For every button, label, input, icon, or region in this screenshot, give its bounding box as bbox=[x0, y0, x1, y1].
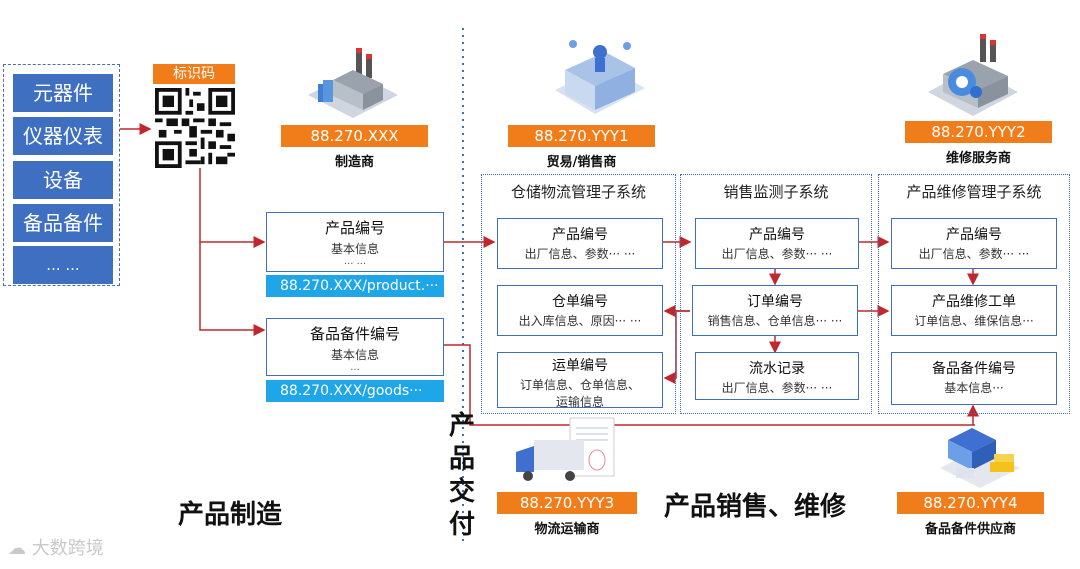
sales-order-desc: 销售信息、仓单信息··· ··· bbox=[707, 314, 843, 328]
warehouse-receipt-title: 仓单编号 bbox=[552, 294, 608, 310]
logistics-id-tag: 88.270.YYY3 bbox=[497, 492, 637, 514]
sales-product-box: 产品编号 出厂信息、参数··· ··· bbox=[695, 218, 859, 269]
sales-flow-box: 流水记录 出厂信息、参数··· ··· bbox=[695, 352, 859, 400]
spare-box-line1: 基本信息 bbox=[330, 348, 379, 362]
stage-manufacture-label: 产品制造 bbox=[178, 500, 283, 530]
spare-id-tag: 88.270.XXX/goods··· bbox=[266, 380, 444, 402]
category-components: 元器件 bbox=[13, 74, 113, 112]
category-equipment: 设备 bbox=[13, 161, 113, 199]
sales-flow-desc: 出厂信息、参数··· ··· bbox=[721, 381, 833, 395]
manufacturer-label: 制造商 bbox=[334, 155, 374, 170]
maintenance-factory-icon bbox=[928, 34, 1018, 116]
watermark-logo-icon: ☁ bbox=[8, 538, 26, 559]
warehouse-receipt-box: 仓单编号 出入库信息、原因··· ··· bbox=[497, 285, 663, 336]
warehouse-product-box: 产品编号 出厂信息、参数··· ··· bbox=[497, 218, 663, 269]
arrow-qr-to-spare bbox=[199, 242, 266, 336]
category-group: 元器件 仪器仪表 设备 备品备件 ... ... bbox=[3, 64, 120, 286]
repair-ticket-title: 产品维修工单 bbox=[932, 294, 1016, 310]
stage-delivery-char: 付 bbox=[448, 510, 475, 540]
manufacturer-id-tag: 88.270.XXX bbox=[281, 125, 428, 147]
warehouse-waybill-box: 运单编号 订单信息、仓单信息、 运输信息 bbox=[497, 352, 663, 409]
spare-box-line2: ... bbox=[350, 362, 360, 373]
warehouse-product-title: 产品编号 bbox=[552, 227, 608, 243]
product-box-line1: 基本信息 bbox=[330, 242, 379, 256]
category-more: ... ... bbox=[13, 246, 113, 284]
product-box-line2: ... ... bbox=[343, 256, 367, 267]
repair-title: 产品维修管理子系统 bbox=[906, 183, 1042, 201]
stage-delivery-label: 产 品 交 付 bbox=[447, 410, 477, 542]
warehouse-receipt-desc: 出入库信息、原因··· ··· bbox=[518, 314, 642, 328]
spare-box-title: 备品备件编号 bbox=[309, 325, 400, 343]
sales-subsystem: 销售监测子系统 产品编号 出厂信息、参数··· ··· 订单编号 销售信息、仓单… bbox=[680, 174, 872, 414]
category-instruments: 仪器仪表 bbox=[13, 117, 113, 155]
repair-product-title: 产品编号 bbox=[946, 227, 1002, 243]
product-box-title: 产品编号 bbox=[324, 219, 385, 237]
sales-order-box: 订单编号 销售信息、仓单信息··· ··· bbox=[692, 285, 858, 336]
repair-subsystem: 产品维修管理子系统 产品编号 出厂信息、参数··· ··· 产品维修工单 订单信… bbox=[878, 174, 1070, 414]
repair-ticket-box: 产品维修工单 订单信息、维保信息··· bbox=[891, 285, 1057, 336]
supplier-label: 备品备件供应商 bbox=[924, 522, 1016, 537]
arrow-qr-to-product bbox=[199, 168, 266, 248]
arrow-order-waybill bbox=[663, 310, 690, 384]
sales-product-title: 产品编号 bbox=[749, 227, 805, 243]
qr-label: 标识码 bbox=[153, 64, 235, 84]
trader-label: 贸易/销售商 bbox=[546, 155, 617, 170]
repair-product-box: 产品编号 出厂信息、参数··· ··· bbox=[891, 218, 1057, 269]
qr-code-icon bbox=[155, 88, 235, 168]
trader-icon bbox=[555, 40, 645, 114]
factory-icon bbox=[308, 48, 398, 118]
maintainer-id-tag: 88.270.YYY2 bbox=[905, 121, 1052, 143]
watermark-text: 大数跨境 bbox=[31, 538, 104, 559]
repair-spare-desc: 基本信息··· bbox=[944, 381, 1004, 395]
repair-spare-title: 备品备件编号 bbox=[932, 361, 1016, 377]
stage-delivery-char: 交 bbox=[448, 477, 475, 507]
product-id-tag: 88.270.XXX/product.··· bbox=[266, 275, 444, 297]
stage-delivery-char: 品 bbox=[448, 444, 475, 474]
logistics-label: 物流运输商 bbox=[534, 522, 600, 537]
product-info-box: 产品编号 基本信息 ... ... bbox=[266, 212, 444, 272]
stage-sales-label: 产品销售、维修 bbox=[664, 492, 847, 522]
category-spare-parts: 备品备件 bbox=[13, 204, 113, 242]
sales-title: 销售监测子系统 bbox=[723, 183, 829, 201]
warehouse-waybill-title: 运单编号 bbox=[552, 358, 608, 374]
sales-order-title: 订单编号 bbox=[747, 294, 803, 310]
trader-id-tag: 88.270.YYY1 bbox=[508, 125, 655, 147]
spare-info-box: 备品备件编号 基本信息 ... bbox=[266, 318, 444, 376]
warehouse-subsystem: 仓储物流管理子系统 产品编号 出厂信息、参数··· ··· 仓单编号 出入库信息… bbox=[481, 174, 676, 414]
repair-spare-box: 备品备件编号 基本信息··· bbox=[891, 352, 1057, 405]
warehouse-supplier-icon bbox=[940, 428, 1020, 488]
stage-delivery-char: 产 bbox=[448, 411, 475, 441]
warehouse-title: 仓储物流管理子系统 bbox=[510, 183, 646, 201]
sales-flow-title: 流水记录 bbox=[749, 361, 805, 377]
truck-icon bbox=[516, 417, 615, 481]
warehouse-product-desc: 出厂信息、参数··· ··· bbox=[524, 247, 636, 261]
watermark: ☁ 大数跨境 bbox=[8, 534, 104, 560]
repair-ticket-desc: 订单信息、维保信息··· bbox=[914, 314, 1034, 328]
sales-product-desc: 出厂信息、参数··· ··· bbox=[721, 247, 833, 261]
repair-product-desc: 出厂信息、参数··· ··· bbox=[918, 247, 1030, 261]
warehouse-waybill-desc: 订单信息、仓单信息、 bbox=[519, 378, 640, 392]
arrow-spare-to-supplier-line bbox=[444, 344, 975, 426]
maintainer-label: 维修服务商 bbox=[945, 151, 1011, 166]
warehouse-waybill-desc2: 运输信息 bbox=[555, 395, 604, 409]
supplier-id-tag: 88.270.YYY4 bbox=[897, 492, 1044, 514]
